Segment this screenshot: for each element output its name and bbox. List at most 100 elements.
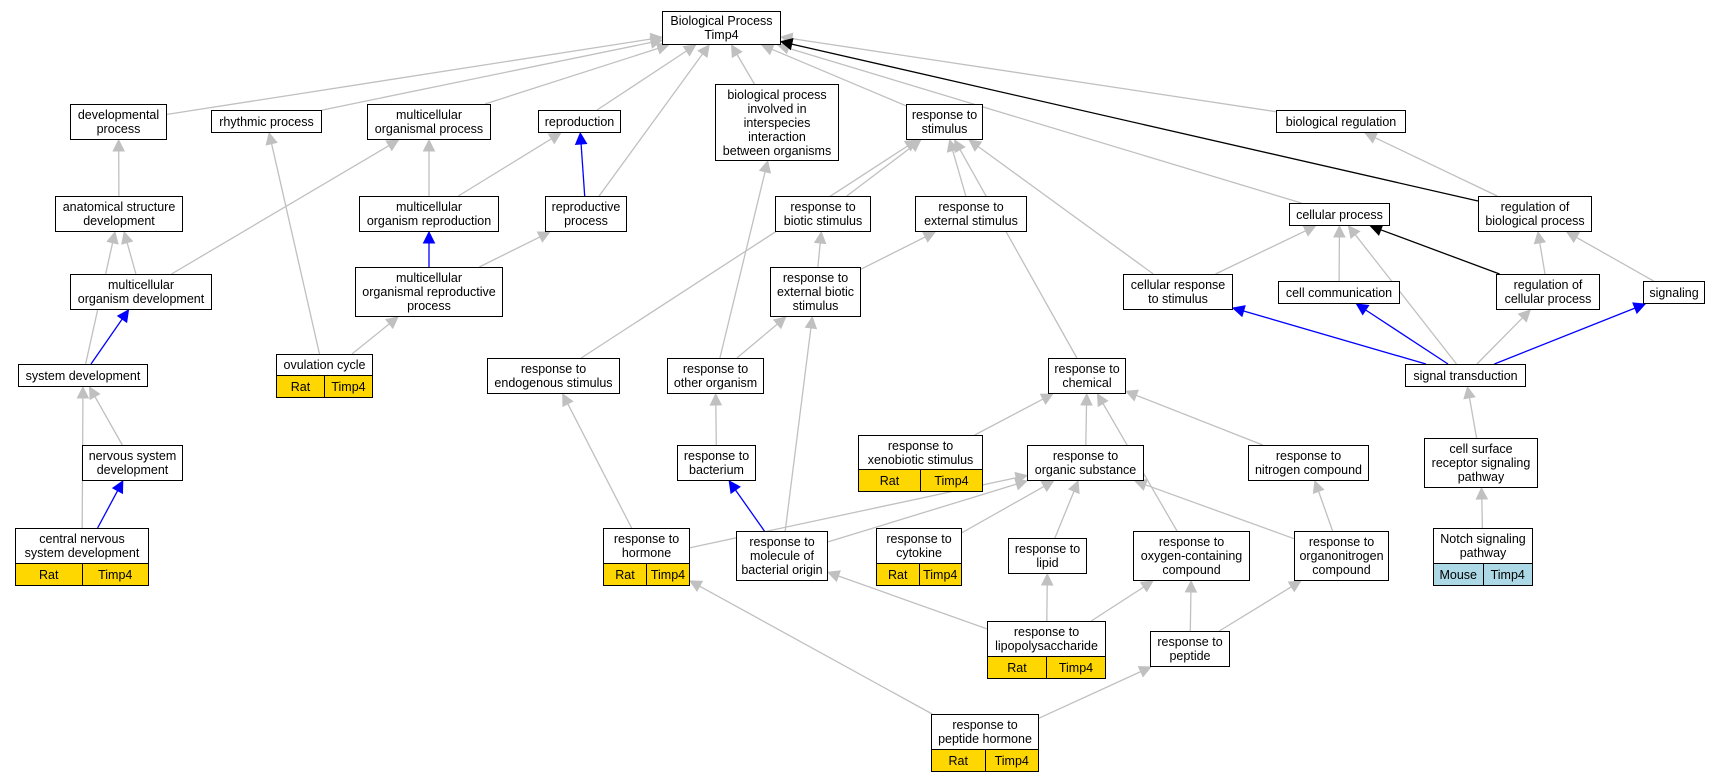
gene-tag: Timp4 [920,470,982,491]
node-label: regulation of biological process [1485,200,1585,228]
node-label: response to xenobiotic stimulus [867,438,974,467]
node-response-to-stimulus[interactable]: response to stimulus [906,104,983,140]
node-multicellular-organism-reproduction[interactable]: multicellular organism reproduction [359,196,499,232]
edge-arrowhead [422,230,436,244]
node-regulation-of-cellular-process[interactable]: regulation of cellular process [1496,274,1600,310]
edge-resp_bacterium-to-resp_other_org [715,404,717,446]
edge-arrowhead [1184,579,1198,593]
edge-arrowhead [968,139,983,152]
node-signaling[interactable]: signaling [1643,281,1705,304]
node-response-to-biotic-stimulus[interactable]: response to biotic stimulus [775,196,871,232]
edge-arrowhead [574,131,588,145]
node-label: response to other organism [673,362,758,390]
node-multicellular-organismal-process[interactable]: multicellular organismal process [367,104,491,140]
edge-arrowhead [709,392,723,406]
node-label: response to peptide [1157,635,1223,663]
node-reproductive-process[interactable]: reproductive process [545,196,627,232]
edge-arrowhead [88,386,101,401]
edge-arrowhead [760,43,775,56]
gene-tag: Timp4 [646,564,689,585]
node-label: response to lipopolysaccharide [995,625,1098,653]
node-response-to-organic-substance[interactable]: response to organic substance [1027,445,1144,481]
node-anatomical-structure-development[interactable]: anatomical structure development [55,196,183,232]
node-label: Biological Process Timp4 [670,14,773,42]
edge-arrowhead [1039,393,1054,405]
node-response-to-organonitrogen-compound[interactable]: response to organonitrogen compound [1294,531,1389,581]
edge-resp_peptide_hormone-to-resp_peptide [1038,671,1141,719]
node-cellular-process[interactable]: cellular process [1289,203,1390,226]
edge-mcell_repro_process-to-repro_process [479,236,541,268]
species-tag: Rat [277,376,324,397]
edge-arrowhead [1040,572,1054,586]
edge-ovulation-to-rhythmic [270,143,321,355]
edge-arrowhead [562,393,574,408]
edge-arrowhead [954,139,966,154]
edge-arrowhead [697,44,710,58]
node-response-to-bacterium[interactable]: response to bacterium [677,445,756,481]
node-response-to-peptide[interactable]: response to peptide [1150,631,1230,667]
node-response-to-endogenous-stimulus[interactable]: response to endogenous stimulus [487,358,620,394]
edge-signaling-to-reg_bio_process [1576,236,1654,282]
node-label: biological process involved in interspec… [722,87,832,158]
node-multicellular-organismal-reproductive-process[interactable]: multicellular organismal reproductive pr… [355,267,503,317]
edge-dev_process-to-root [166,38,652,116]
node-response-to-oxygen-containing-compound[interactable]: response to oxygen-containing compound [1133,531,1250,581]
edge-signal_transduction-to-cellular_process [1354,234,1458,365]
species-tag: Mouse [1434,564,1483,585]
edge-arrowhead [728,480,741,495]
node-signal-transduction[interactable]: signal transduction [1405,364,1526,387]
node-label: response to peptide hormone [938,718,1032,746]
node-response-to-external-biotic-stimulus[interactable]: response to external biotic stimulus [770,267,861,317]
edge-arrowhead [1565,231,1581,244]
edge-signal_transduction-to-cell_resp_stimulus [1243,310,1427,365]
node-label: response to oxygen-containing compound [1140,535,1243,577]
edge-arrowhead [813,230,827,245]
edge-arrowhead [1517,309,1531,323]
node-cellular-response-to-stimulus[interactable]: cellular response to stimulus [1123,274,1233,310]
node-response-to-nitrogen-compound[interactable]: response to nitrogen compound [1248,445,1369,481]
node-nervous-system-development[interactable]: nervous system development [82,445,183,481]
node-label: ovulation cycle [283,358,366,372]
node-regulation-of-biological-process[interactable]: regulation of biological process [1478,196,1592,232]
gene-tag: Timp4 [918,564,961,585]
node-response-to-other-organism[interactable]: response to other organism [667,358,764,394]
edge-cell_surface-to-signal_transduction [1468,397,1478,439]
edge-resp_lps-to-resp_bact_molecule [838,575,988,630]
node-response-to-molecule-of-bacterial-origin[interactable]: response to molecule of bacterial origin [736,531,828,581]
node-cell-communication[interactable]: cell communication [1278,281,1400,304]
node-developmental-process[interactable]: developmental process [70,104,167,140]
edge-arrowhead [1080,392,1093,406]
node-label: response to biotic stimulus [783,200,863,228]
edge-arrowhead [385,139,400,152]
edge-arrowhead [1287,580,1302,593]
edge-arrowhead [1124,389,1139,402]
node-response-to-external-stimulus[interactable]: response to external stimulus [915,196,1027,232]
edge-reg_bio_process-to-bio_regulation [1374,137,1498,197]
node-system-development[interactable]: system development [18,364,148,387]
node-interspecies-interaction[interactable]: biological process involved in interspec… [715,84,839,161]
edge-arrowhead [1040,480,1055,493]
node-biological-process-root[interactable]: Biological Process Timp4 [662,11,781,45]
node-reproduction[interactable]: reproduction [538,110,621,133]
node-response-to-lipid[interactable]: response to lipid [1008,538,1087,574]
node-rhythmic-process[interactable]: rhythmic process [211,110,322,133]
edge-resp_peptide_hormone-to-resp_hormone [699,585,933,715]
edge-resp_organonitrogen-to-resp_nitrogen [1317,491,1334,532]
node-response-to-chemical[interactable]: response to chemical [1048,358,1126,394]
edge-arrowhead [758,159,772,174]
node-label: cell surface receptor signaling pathway [1431,442,1531,484]
node-multicellular-organism-development[interactable]: multicellular organism development [70,274,212,310]
edge-system_dev-to-mcell_org_dev [90,318,123,365]
node-biological-regulation[interactable]: biological regulation [1276,110,1406,133]
node-label: biological regulation [1285,114,1397,129]
node-cell-surface-receptor-signaling-pathway[interactable]: cell surface receptor signaling pathway [1424,438,1538,488]
